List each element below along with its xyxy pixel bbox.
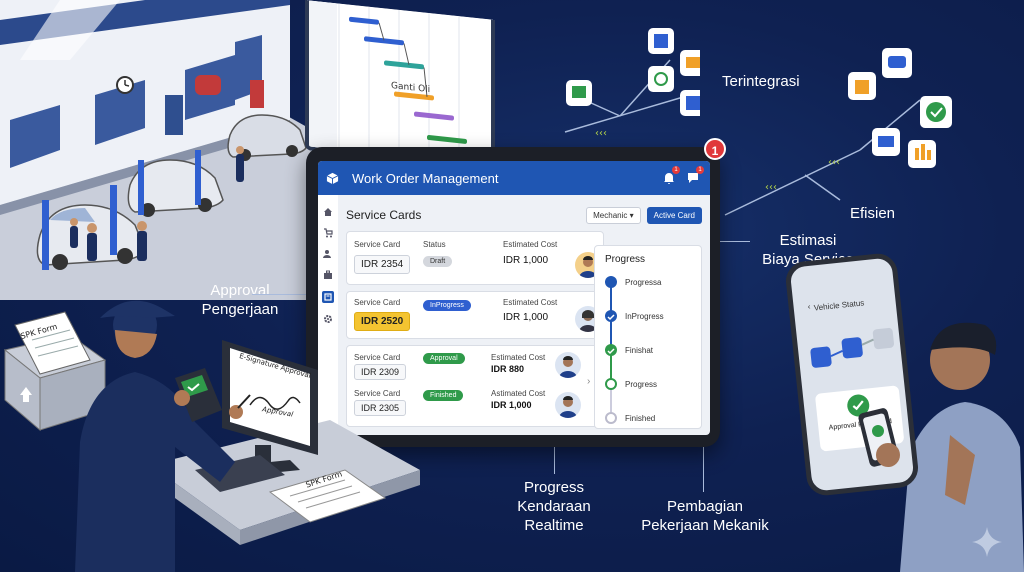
callout-progress-line1: Progress xyxy=(523,479,585,496)
chevron-right-icon[interactable]: › xyxy=(587,376,591,387)
mechanic-avatar xyxy=(555,392,581,418)
workshop-illustration xyxy=(0,0,330,300)
bell-icon[interactable]: 1 xyxy=(662,166,680,185)
service-card-id: IDR 2354 xyxy=(354,255,411,274)
progress-title: Progress xyxy=(605,254,646,265)
callout-estimasi-line1: Estimasi xyxy=(779,232,837,249)
service-card-label: Service Card xyxy=(354,389,401,398)
home-icon[interactable] xyxy=(323,207,333,217)
approval-card: Approval Requested xyxy=(814,385,905,452)
callout-terintegrasi: Terintegrasi xyxy=(722,73,800,90)
status-label: Status xyxy=(423,240,446,249)
chat-icon[interactable]: 1 xyxy=(686,166,704,185)
gantt-chart-monitor: Ganti Oli xyxy=(305,0,495,170)
mechanic-filter-select[interactable]: Mechanic ▾ xyxy=(586,206,641,224)
progress-step-label: Progressa xyxy=(625,278,662,287)
service-card-id: IDR 2520 xyxy=(354,312,411,331)
service-card[interactable]: Service Card IDR 2354 Status Draft Estim… xyxy=(346,231,604,285)
notification-count-badge[interactable]: 1 xyxy=(704,138,726,160)
estimated-cost-label: Estimated Cost xyxy=(503,240,558,249)
service-card-group: Service Card IDR 2309 Approval Estimated… xyxy=(346,345,600,427)
app-title: Work Order Management xyxy=(352,170,499,186)
phone-title: Vehicle Status xyxy=(813,298,865,313)
estimated-cost-label: Estimated Cost xyxy=(503,298,558,307)
service-card-label: Service Card xyxy=(354,298,401,307)
check-icon xyxy=(605,310,617,322)
customer-figure xyxy=(900,322,1024,572)
estimated-cost-value: IDR 880 xyxy=(491,364,525,374)
service-cards-icon[interactable] xyxy=(322,291,334,303)
service-card-label: Service Card xyxy=(354,240,401,249)
service-card-id[interactable]: IDR 2309 xyxy=(354,364,407,380)
callout-efisien: Efisien xyxy=(850,205,896,222)
phone-device: ‹ Vehicle Status Approval Requested xyxy=(784,251,920,498)
progress-step-label: InProgress xyxy=(625,312,664,321)
small-phone-in-hand xyxy=(858,408,900,467)
estimated-cost-value: IDR 1,000 xyxy=(503,255,549,266)
back-arrow-icon[interactable]: ‹ xyxy=(807,302,811,312)
callout-pembagian-line2: Pekerjaan Mekanik xyxy=(641,517,769,534)
workshop-scene xyxy=(0,0,330,300)
callout-progress-line3: Realtime xyxy=(524,517,584,534)
progress-step-node xyxy=(605,412,617,424)
progress-line-pending xyxy=(610,384,612,418)
callout-progress: Progress Kendaraan Realtime xyxy=(500,478,608,535)
svg-text:‹‹‹: ‹‹‹ xyxy=(595,128,607,139)
main-content: Service Cards Mechanic ▾ Active Card Ser… xyxy=(338,195,710,435)
progress-line-approved xyxy=(610,350,612,384)
users-icon[interactable] xyxy=(323,249,333,259)
check-circle-icon xyxy=(847,394,870,417)
technician-illustration: SPK Form SPK Form E-Signature Approval A… xyxy=(0,270,420,572)
gear-icon[interactable] xyxy=(323,314,333,324)
estimated-cost-label: Estimated Cost xyxy=(491,353,546,362)
tablet-screen: Work Order Management 1 1 Ser xyxy=(318,161,710,435)
check-icon xyxy=(605,344,617,356)
app-header: Work Order Management 1 1 xyxy=(318,161,710,195)
callout-pembagian: Pembagian Pekerjaan Mekanik xyxy=(630,497,780,535)
progress-step-label: Progress xyxy=(625,380,658,389)
phone-illustration: ‹ Vehicle Status Approval Requested xyxy=(784,251,1024,572)
tablet-device: 1 Work Order Management 1 1 xyxy=(306,138,726,447)
vehicle-status-steps xyxy=(810,327,895,368)
mechanic-filter-value: Mechanic xyxy=(593,210,628,220)
status-badge-finished: Finished xyxy=(423,390,464,401)
callout-progress-line2: Kendaraan xyxy=(517,498,591,515)
cube-logo-icon xyxy=(318,161,346,195)
callout-approval-line2: Pengerjaan xyxy=(201,301,279,318)
estimated-cost-value: IDR 1,000 xyxy=(491,400,532,410)
service-card[interactable]: Service Card IDR 2520 InProgress Estimat… xyxy=(346,291,604,339)
sidebar-nav xyxy=(318,195,338,435)
callout-pembagian-line1: Pembagian xyxy=(667,498,743,515)
briefcase-icon[interactable] xyxy=(323,270,333,280)
efficiency-icons: ‹‹‹ ‹‹‹ xyxy=(724,48,952,216)
svg-text:‹‹‹: ‹‹‹ xyxy=(765,182,777,193)
sparkle-icon xyxy=(972,527,1002,557)
chat-badge: 1 xyxy=(696,166,704,174)
mechanic-avatar xyxy=(555,352,581,378)
svg-text:‹‹‹: ‹‹‹ xyxy=(828,157,840,168)
bell-badge: 1 xyxy=(672,166,680,174)
technician-scene xyxy=(3,300,420,572)
progress-step-node xyxy=(605,276,617,288)
page-title: Service Cards xyxy=(346,208,422,222)
status-badge-draft: Draft xyxy=(423,256,453,267)
integration-icons: ‹‹‹ xyxy=(564,28,700,139)
service-card-label: Service Card xyxy=(354,353,401,362)
progress-panel: Progress Progressa InProgress Finishat P… xyxy=(594,245,702,429)
callout-approval-connector xyxy=(252,294,324,295)
estimated-cost-value: IDR 1,000 xyxy=(503,312,549,323)
gantt-chart xyxy=(309,0,495,170)
status-badge-inprogress: InProgress xyxy=(423,300,471,311)
status-badge-approval: Approval xyxy=(423,353,465,364)
progress-step-node xyxy=(605,378,617,390)
active-card-button[interactable]: Active Card xyxy=(646,206,702,224)
cart-icon[interactable] xyxy=(323,228,333,238)
estimated-cost-label: Astimated Cost xyxy=(491,389,546,398)
service-card-id[interactable]: IDR 2305 xyxy=(354,400,407,416)
progress-step-label: Finishat xyxy=(625,346,654,355)
chevron-down-icon: ▾ xyxy=(629,210,634,220)
progress-step-label: Finished xyxy=(625,414,656,423)
